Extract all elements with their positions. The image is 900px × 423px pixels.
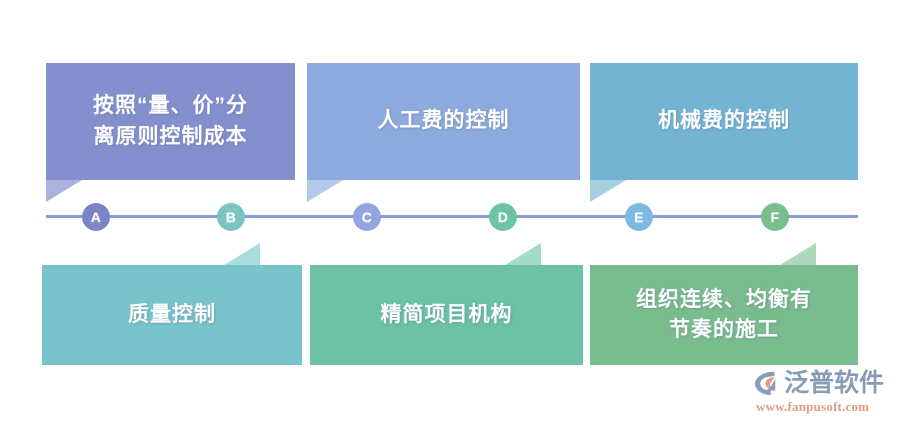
process-card-tail-top-2 — [307, 180, 343, 202]
timeline-marker-f[interactable]: F — [761, 203, 789, 231]
timeline-marker-b[interactable]: B — [217, 203, 245, 231]
process-card-tail-bottom-2 — [505, 243, 541, 265]
timeline-marker-label: A — [90, 209, 102, 225]
process-card-label: 按照“量、价”分 离原则控制成本 — [93, 94, 248, 148]
process-card-label: 人工费的控制 — [377, 109, 510, 133]
process-card-top-2[interactable]: 人工费的控制 — [307, 63, 580, 180]
fanpu-logo-mark — [755, 371, 776, 395]
timeline-marker-c[interactable]: C — [353, 203, 381, 231]
process-card-tail-top-3 — [590, 180, 626, 202]
timeline-marker-a[interactable]: A — [82, 203, 110, 231]
process-card-label: 质量控制 — [128, 302, 216, 326]
logo-brand-text: 泛普软件 — [784, 368, 885, 397]
process-card-tail-bottom-3 — [780, 243, 816, 265]
process-card-bottom-3[interactable]: 组织连续、均衡有 节奏的施工 — [590, 265, 858, 365]
timeline-marker-d[interactable]: D — [489, 203, 517, 231]
process-card-tail-top-1 — [46, 180, 82, 202]
logo-row: 泛普软件 — [752, 368, 894, 398]
process-card-bottom-2[interactable]: 精简项目机构 — [310, 265, 583, 365]
process-card-tail-bottom-1 — [224, 243, 260, 265]
timeline-marker-label: E — [634, 209, 644, 225]
logo-url-text: www.fanpusoft.com — [756, 399, 870, 414]
company-logo: 泛普软件 www.fanpusoft.com — [752, 368, 894, 418]
process-card-label: 精简项目机构 — [380, 302, 513, 326]
process-card-top-1[interactable]: 按照“量、价”分 离原则控制成本 — [46, 63, 295, 180]
process-card-label: 机械费的控制 — [658, 109, 790, 133]
timeline-marker-label: D — [497, 209, 509, 225]
process-card-bottom-1[interactable]: 质量控制 — [42, 265, 302, 365]
timeline-marker-label: B — [225, 209, 237, 225]
timeline-marker-label: C — [361, 209, 373, 225]
process-card-label: 组织连续、均衡有 节奏的施工 — [636, 287, 812, 341]
timeline-marker-label: F — [770, 209, 780, 225]
timeline-marker-e[interactable]: E — [625, 203, 653, 231]
timeline-axis — [46, 215, 858, 218]
process-card-top-3[interactable]: 机械费的控制 — [590, 63, 858, 180]
